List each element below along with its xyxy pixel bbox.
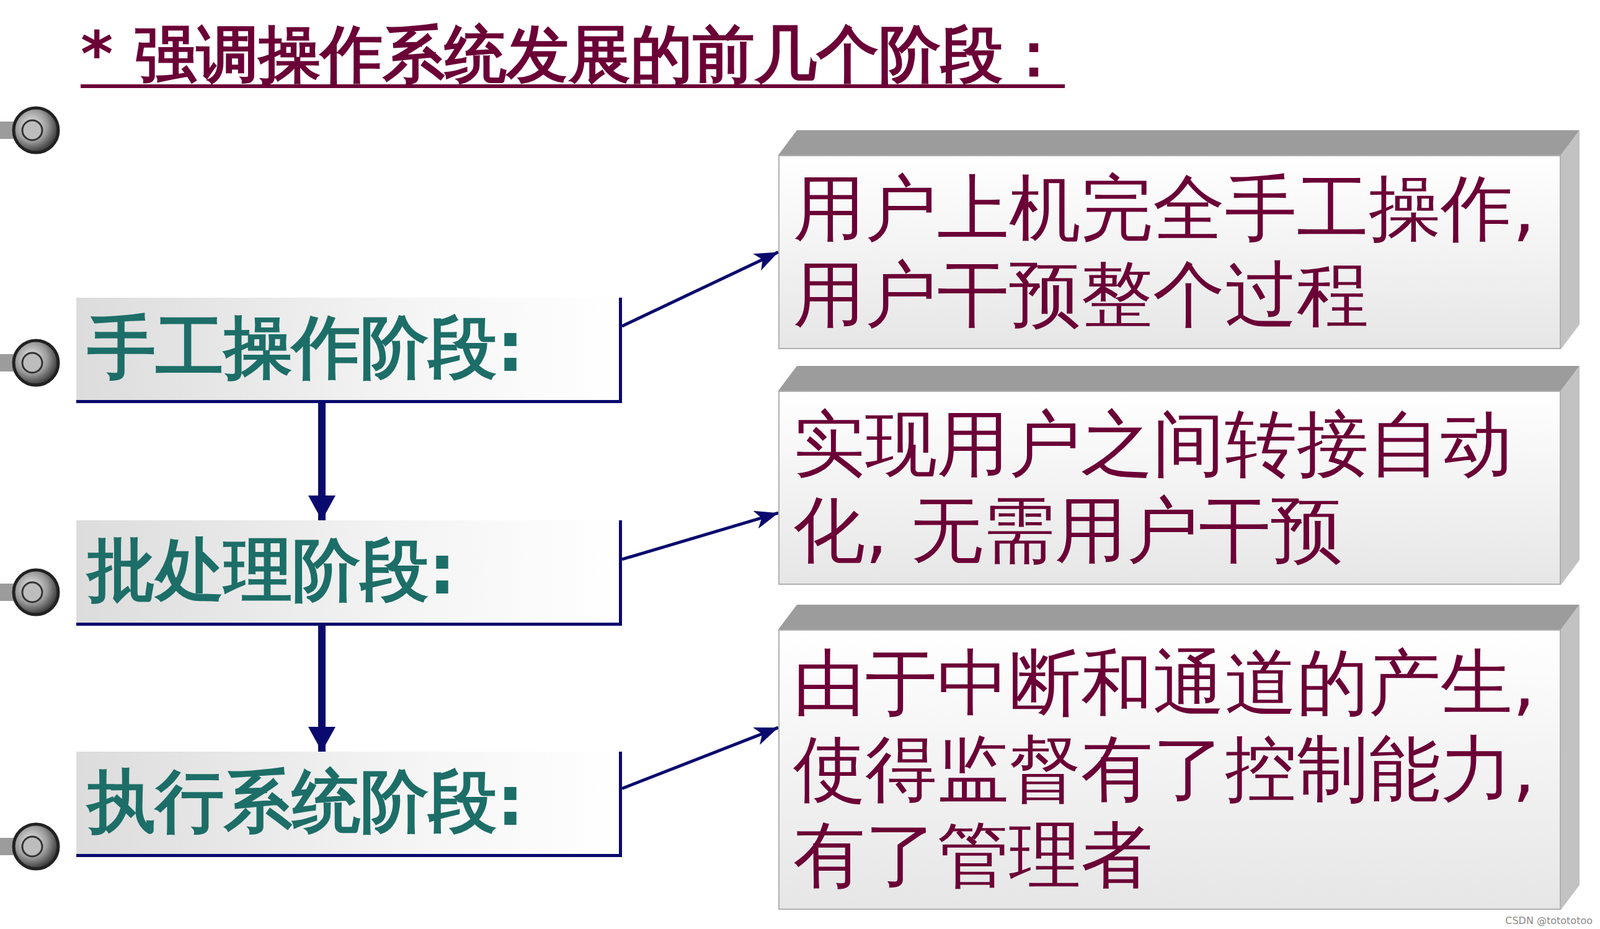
box-bevel-top <box>778 604 1580 630</box>
box-bevel-top <box>778 130 1580 156</box>
description-box: 用户上机完全手工操作, 用户干预整个过程 <box>778 155 1561 350</box>
box-bevel-side <box>1560 365 1580 585</box>
description-box: 由于中断和通道的产生, 使得监督有了控制能力, 有了管理者 <box>778 629 1561 910</box>
description-box: 实现用户之间转接自动化, 无需用户干预 <box>778 390 1561 585</box>
description-arrow <box>622 512 779 560</box>
flow-arrow <box>318 625 326 752</box>
description-arrow <box>622 252 779 327</box>
stage-box: 手工操作阶段: <box>76 297 623 404</box>
binder-ring <box>0 569 59 615</box>
stage-name: 批处理阶段: <box>87 528 456 611</box>
binder-ring <box>0 340 59 386</box>
binder-ring <box>0 107 59 153</box>
flow-arrow <box>318 403 326 521</box>
stage-description: 由于中断和通道的产生, 使得监督有了控制能力, 有了管理者 <box>793 639 1548 899</box>
box-bevel-side <box>1560 130 1580 350</box>
box-bevel-side <box>1560 604 1580 910</box>
watermark: CSDN @totototoo <box>1505 914 1593 927</box>
stage-name: 执行系统阶段: <box>87 760 525 843</box>
stage-description: 用户上机完全手工操作, 用户干预整个过程 <box>793 164 1548 338</box>
box-bevels <box>778 130 1580 910</box>
stage-name: 手工操作阶段: <box>87 306 525 389</box>
stage-box: 执行系统阶段: <box>76 751 623 858</box>
box-bevel-top <box>778 365 1580 391</box>
description-arrow <box>622 727 779 789</box>
binder-ring <box>0 824 59 869</box>
stage-box: 批处理阶段: <box>76 520 623 626</box>
page-title: * 强调操作系统发展的前几个阶段： <box>80 13 1065 98</box>
binder-rings <box>0 107 59 869</box>
stage-description: 实现用户之间转接自动化, 无需用户干预 <box>793 400 1548 574</box>
